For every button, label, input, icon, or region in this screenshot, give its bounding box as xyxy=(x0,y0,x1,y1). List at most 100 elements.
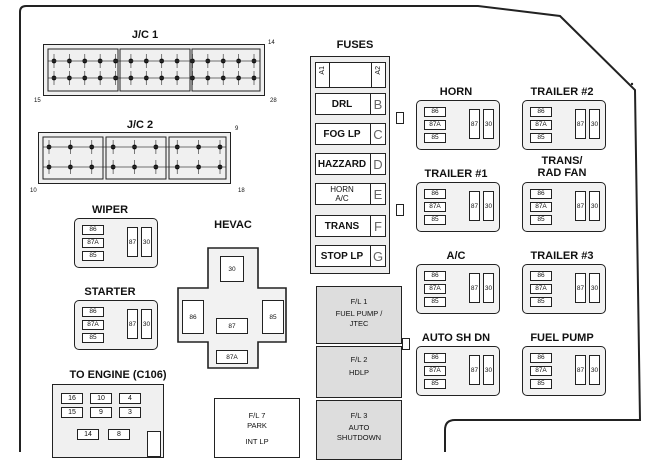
fuse-a-divider xyxy=(371,63,372,87)
fusible-link-label: JTEC xyxy=(349,319,369,328)
fusible-link-label: INT LP xyxy=(245,437,269,446)
relay-pin: 85 xyxy=(530,133,552,143)
fuse-slot-trans: TRANS F xyxy=(315,215,386,237)
fuse-a1-tag: A1 xyxy=(319,66,326,75)
relay-pin: 86 xyxy=(424,189,446,199)
engine-pin: 15 xyxy=(61,407,83,418)
pin-group-frame xyxy=(119,48,191,92)
relay-pin: 30 xyxy=(141,227,152,257)
fuse-label: HAZZARD xyxy=(317,158,367,170)
fuse-slot-a: A1 A2 xyxy=(315,62,386,88)
jc1-pin-label: 14 xyxy=(268,40,275,46)
relay-pin: 87A xyxy=(424,366,446,376)
fuse-label: DRL xyxy=(331,98,353,110)
relay-pin: 85 xyxy=(424,133,446,143)
relay-title: STARTER xyxy=(84,286,136,298)
hevac-relay-outline xyxy=(177,247,287,369)
pin-group-frame xyxy=(191,48,261,92)
jc2-pin-label: 10 xyxy=(30,188,37,194)
fuse-letter: D xyxy=(370,154,385,174)
fusible-link-number: F/L 3 xyxy=(350,411,368,420)
engine-connector: 16 10 4 15 9 3 14 8 xyxy=(52,384,164,458)
pin-group-frame xyxy=(168,136,227,180)
relay-pin: 86 xyxy=(82,307,104,317)
relay-pin: 87 xyxy=(575,191,586,221)
fusible-link-label: FUEL PUMP / xyxy=(335,309,383,318)
fuse-letter: C xyxy=(370,124,385,144)
relay-pin: 87 xyxy=(575,273,586,303)
relay-pin: 30 xyxy=(589,355,600,385)
fuse-letter: B xyxy=(370,94,385,114)
jc1-title: J/C 1 xyxy=(131,29,159,41)
relay-pin: 87A xyxy=(82,320,104,330)
fuse-label: FOG LP xyxy=(323,128,361,140)
relay-pin: 87A xyxy=(82,238,104,248)
fuses-title: FUSES xyxy=(336,39,374,51)
fuse-block-clip xyxy=(396,112,404,124)
pin-group-frame xyxy=(47,48,119,92)
fuse-letter: G xyxy=(370,246,385,266)
relay-pin: 85 xyxy=(82,333,104,343)
relay-title: FUEL PUMP xyxy=(530,332,594,344)
engine-connector-title: TO ENGINE (C106) xyxy=(69,369,167,381)
fuse-block: A1 A2 DRL B FOG LP C HAZZARD D HORN A/C … xyxy=(310,56,390,274)
relay-pin: 85 xyxy=(424,297,446,307)
jc2-pin-label: 18 xyxy=(238,188,245,194)
fuse-label: TRANS xyxy=(324,220,360,232)
relay-pin: 87 xyxy=(469,355,480,385)
relay-pin: 87A xyxy=(530,120,552,130)
fuse-slot-fog-lp: FOG LP C xyxy=(315,123,386,145)
relay-title: TRAILER #3 xyxy=(530,250,594,262)
fuse-label-group: HORN A/C xyxy=(316,184,368,204)
relay-pin: 30 xyxy=(589,191,600,221)
relay-pin: 85 xyxy=(424,215,446,225)
relay-pin: 85 xyxy=(530,379,552,389)
fusible-link-3: F/L 3 AUTO SHUTDOWN xyxy=(316,400,402,460)
relay-pin: 87A xyxy=(424,120,446,130)
relay-pin: 86 xyxy=(530,353,552,363)
relay-pin: 30 xyxy=(483,191,494,221)
relay-title: TRANS/ xyxy=(541,155,583,167)
fuse-slot-horn-ac: HORN A/C E xyxy=(315,183,386,205)
relay-title: A/C xyxy=(446,250,466,262)
relay-pin: 87A xyxy=(530,366,552,376)
engine-pin: 14 xyxy=(77,429,99,440)
fuse-a2-tag: A2 xyxy=(375,66,382,75)
relay-pin: 85 xyxy=(530,297,552,307)
fuse-letter: F xyxy=(370,216,385,236)
engine-pin: 3 xyxy=(119,407,141,418)
relay-title: HORN xyxy=(439,86,473,98)
fusible-link-2: F/L 2 HDLP xyxy=(316,346,402,398)
jc2-pin-grid xyxy=(42,136,227,180)
engine-pin: 9 xyxy=(90,407,112,418)
relay-pin: 30 xyxy=(589,273,600,303)
hevac-pin-86: 86 xyxy=(182,300,204,334)
relay-pin: 87 xyxy=(127,227,138,257)
hevac-pin-30: 30 xyxy=(220,256,244,282)
relay-pin: 86 xyxy=(530,189,552,199)
fusible-link-number: F/L 1 xyxy=(350,297,368,306)
fusible-link-1: F/L 1 FUEL PUMP / JTEC xyxy=(316,286,402,344)
engine-pin: 4 xyxy=(119,393,141,404)
relay-pin: 85 xyxy=(530,215,552,225)
fuse-label: A/C xyxy=(335,194,349,203)
pin-group-frame xyxy=(105,136,167,180)
engine-pin: 10 xyxy=(90,393,112,404)
jc2-connector xyxy=(38,132,231,184)
jc2-pin-label: 9 xyxy=(235,126,239,132)
jc1-pin-label: 15 xyxy=(34,98,41,104)
relay-title-line2: RAD FAN xyxy=(537,167,587,179)
relay-pin: 87 xyxy=(127,309,138,339)
fusible-link-label: HDLP xyxy=(348,368,369,377)
fusible-link-number: F/L 2 xyxy=(350,355,368,364)
pin-group-frame xyxy=(42,136,104,180)
